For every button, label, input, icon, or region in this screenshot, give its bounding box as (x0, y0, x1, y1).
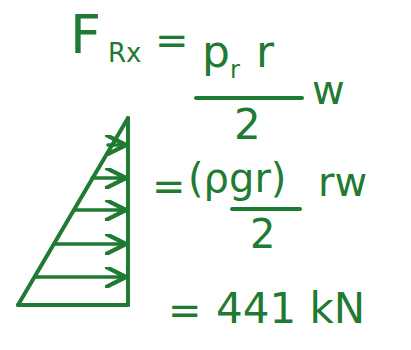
pressure-arrow (108, 143, 124, 147)
denominator: 2 (250, 214, 275, 254)
pressure-triangle (18, 118, 128, 305)
subscript: Rx (108, 40, 141, 66)
pressure-axis (126, 118, 130, 305)
pressure-arrow (54, 242, 124, 246)
pressure-base (18, 303, 128, 307)
equals-sign: = (155, 20, 189, 60)
equals-sign: = (152, 166, 186, 206)
equals-sign: = (168, 290, 202, 330)
pressure-symbol: p (202, 30, 230, 74)
pressure-arrow (92, 176, 124, 180)
result-value: 441 kN (216, 288, 365, 330)
denominator: 2 (234, 104, 261, 146)
width-symbol: w (312, 70, 345, 110)
fraction-bar (196, 96, 302, 100)
radius-width: rw (318, 162, 367, 202)
pressure-arrow (35, 275, 124, 279)
radius-symbol: r (256, 30, 274, 74)
pressure-arrow (74, 208, 124, 212)
subscript: r (230, 58, 240, 82)
fraction-bar (232, 207, 300, 211)
force-symbol: F (70, 8, 101, 62)
numerator: (ρgr) (188, 158, 286, 198)
